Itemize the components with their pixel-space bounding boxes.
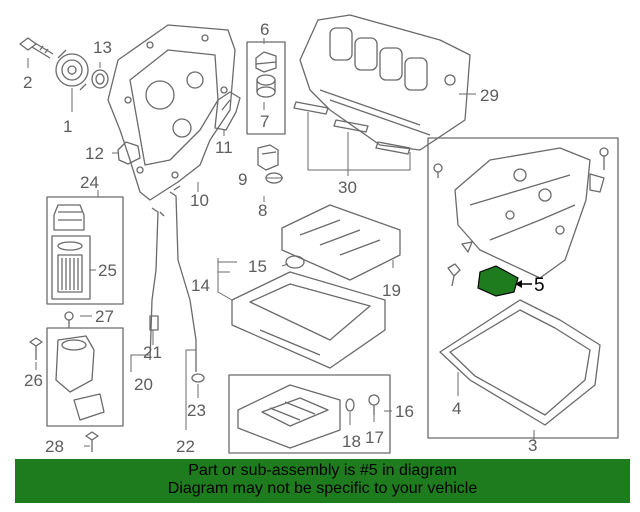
callout-26: 26 bbox=[24, 371, 43, 390]
callout-4: 4 bbox=[452, 399, 461, 418]
group-box-16-18 bbox=[228, 374, 391, 454]
part-15-gasket-drawing bbox=[285, 255, 305, 269]
part-26-bolt-drawing bbox=[29, 337, 43, 360]
group-box-26-28 bbox=[46, 327, 124, 427]
callout-3: 3 bbox=[528, 436, 537, 455]
callout-23: 23 bbox=[187, 401, 206, 420]
callout-14: 14 bbox=[191, 276, 210, 295]
callout-25: 25 bbox=[98, 261, 117, 280]
callout-27: 27 bbox=[95, 307, 114, 326]
banner-line-1: Part or sub-assembly is #5 in diagram bbox=[188, 462, 457, 479]
part-23-plug-drawing bbox=[191, 373, 205, 383]
part-22-dipstick-drawing bbox=[169, 185, 197, 372]
part-5-highlighted-drawing bbox=[477, 265, 519, 297]
part-25-filter-element-drawing bbox=[57, 241, 83, 293]
callout-19: 19 bbox=[382, 281, 401, 300]
part-11-gasket-drawing bbox=[214, 91, 241, 131]
part-9-filler-drawing bbox=[257, 144, 283, 184]
part-1-crank-pulley-drawing bbox=[55, 49, 89, 91]
group-box-24-25 bbox=[46, 196, 124, 305]
part-30-gaskets-drawing bbox=[293, 101, 411, 155]
callout-7: 7 bbox=[260, 112, 269, 131]
callout-16: 16 bbox=[395, 402, 414, 421]
callout-24: 24 bbox=[80, 173, 99, 192]
bolt-drawing bbox=[433, 147, 609, 287]
callout-10: 10 bbox=[190, 191, 209, 210]
callout-22: 22 bbox=[176, 437, 195, 456]
part-13-seal-drawing bbox=[91, 69, 109, 89]
callout-30: 30 bbox=[338, 178, 357, 197]
part-28-bolt-drawing bbox=[85, 431, 99, 452]
valve-cover-drawing bbox=[454, 147, 591, 279]
callout-8: 8 bbox=[258, 201, 267, 220]
part-6-cap-drawing bbox=[255, 51, 277, 73]
callout-2: 2 bbox=[23, 73, 32, 92]
part-12-gasket-drawing bbox=[117, 141, 141, 165]
group-box-8-9 bbox=[242, 140, 290, 195]
group-box-3-5 bbox=[427, 137, 619, 439]
lower-oil-pan-drawing bbox=[237, 384, 341, 449]
part-2-bolt-drawing bbox=[19, 37, 54, 59]
callout-21: 21 bbox=[143, 343, 162, 362]
part-5-arrow bbox=[515, 280, 532, 288]
callout-15: 15 bbox=[248, 257, 267, 276]
callout-29: 29 bbox=[480, 86, 499, 105]
part-14-upper-oil-pan-drawing bbox=[231, 271, 386, 369]
callout-9: 9 bbox=[238, 170, 247, 189]
oil-filter-housing-drawing bbox=[55, 335, 105, 421]
callout-20: 20 bbox=[134, 375, 153, 394]
info-banner: Part or sub-assembly is #5 in diagram Di… bbox=[15, 459, 630, 503]
callout-1: 1 bbox=[63, 117, 72, 136]
callout-11: 11 bbox=[215, 138, 233, 157]
part-20-dipstick-tube-drawing bbox=[149, 207, 165, 361]
banner-line-2: Diagram may not be specific to your vehi… bbox=[167, 480, 478, 497]
part-27-bolt-drawing bbox=[64, 311, 74, 328]
callout-18: 18 bbox=[342, 432, 361, 451]
part-7-seal-drawing bbox=[256, 74, 276, 98]
part-4-valve-cover-gasket-drawing bbox=[439, 299, 601, 426]
part-19-baffle-drawing bbox=[281, 204, 401, 281]
part-17-drain-plug-drawing bbox=[368, 394, 380, 415]
callout-17: 17 bbox=[365, 428, 384, 447]
part-18-washer-drawing bbox=[345, 398, 355, 412]
timing-cover-drawing bbox=[107, 24, 236, 201]
callout-5: 5 bbox=[534, 275, 545, 296]
callout-6: 6 bbox=[260, 20, 269, 39]
callout-12: 12 bbox=[85, 144, 104, 163]
part-21-fitting-drawing bbox=[149, 315, 159, 331]
part-24-filter-cap-drawing bbox=[53, 204, 85, 231]
callout-28: 28 bbox=[45, 437, 64, 456]
group-box-6-9 bbox=[246, 41, 286, 135]
group-box-25 bbox=[51, 235, 91, 300]
part-29-intake-manifold-drawing bbox=[299, 14, 471, 151]
callout-13: 13 bbox=[93, 38, 112, 57]
